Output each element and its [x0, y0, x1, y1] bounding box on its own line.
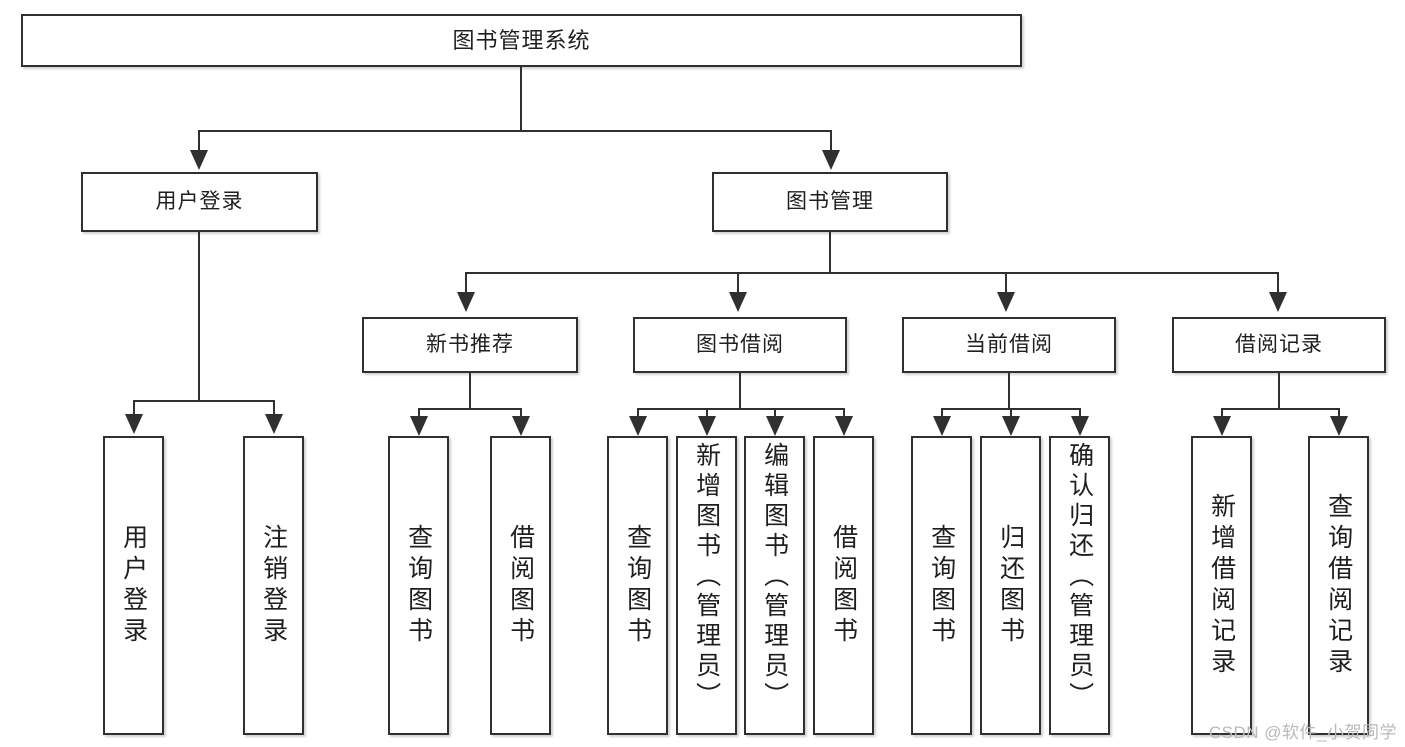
connector-bookmgmt-drop-4	[1277, 272, 1279, 294]
leaf-newbook-borrow-book[interactable]: 借阅图书	[490, 436, 551, 735]
connector-newbook-bus	[418, 408, 522, 410]
arrow-currentborrow-to-leaf-3	[1071, 416, 1089, 436]
arrow-bookmgmt-to-new-book	[457, 292, 475, 312]
node-current-borrow[interactable]: 当前借阅	[902, 317, 1116, 373]
arrow-bookmgmt-to-borrow-record	[1269, 292, 1287, 312]
node-label: 查询图书	[404, 523, 433, 648]
leaf-currentborrow-query-book[interactable]: 查询图书	[911, 436, 972, 735]
connector-root-bus	[198, 130, 832, 132]
connector-userlogin-drop-2	[273, 400, 275, 416]
arrow-bookborrow-to-leaf-2	[698, 416, 716, 436]
node-label: 图书管理系统	[452, 27, 591, 53]
leaf-bookborrow-borrow-book[interactable]: 借阅图书	[813, 436, 874, 735]
node-label: 借阅图书	[829, 523, 858, 648]
connector-bookmgmt-drop-1	[465, 272, 467, 294]
node-label: 当前借阅	[965, 332, 1053, 356]
connector-bookmgmt-bus	[465, 272, 1279, 274]
connector-bookmgmt-stem	[829, 232, 831, 272]
arrow-bookborrow-to-leaf-1	[629, 416, 647, 436]
connector-borrowrecord-drop-2	[1338, 408, 1340, 418]
node-label: 图书管理	[786, 189, 874, 213]
connector-root-stem	[520, 67, 522, 130]
leaf-borrowrecord-add-record[interactable]: 新增借阅记录	[1191, 436, 1252, 735]
arrow-bookborrow-to-leaf-3	[766, 416, 784, 436]
node-user-login[interactable]: 用户登录	[81, 172, 318, 232]
node-label: 新书推荐	[426, 332, 514, 356]
leaf-newbook-query-book[interactable]: 查询图书	[388, 436, 449, 735]
arrow-currentborrow-to-leaf-1	[933, 416, 951, 436]
connector-userlogin-stem	[198, 232, 200, 400]
connector-borrowrecord-bus	[1221, 408, 1338, 410]
node-book-borrow[interactable]: 图书借阅	[633, 317, 847, 373]
leaf-logout[interactable]: 注销登录	[243, 436, 304, 735]
leaf-currentborrow-confirm-return[interactable]: 确认归还（管理员）	[1049, 436, 1110, 735]
leaf-user-login[interactable]: 用户登录	[103, 436, 164, 735]
leaf-bookborrow-add-book[interactable]: 新增图书（管理员）	[676, 436, 737, 735]
arrow-bookmgmt-to-current-borrow	[997, 292, 1015, 312]
arrow-bookmgmt-to-book-borrow	[729, 292, 747, 312]
arrow-root-to-book-mgmt	[822, 150, 840, 170]
node-label: 确认归还（管理员）	[1065, 442, 1094, 712]
node-label: 新增图书（管理员）	[692, 442, 721, 712]
node-label: 查询图书	[927, 523, 956, 648]
connector-bookborrow-drop-4	[843, 408, 845, 418]
leaf-bookborrow-query-book[interactable]: 查询图书	[607, 436, 668, 735]
leaf-bookborrow-edit-book[interactable]: 编辑图书（管理员）	[744, 436, 805, 735]
arrow-borrowrecord-to-leaf-2	[1330, 416, 1348, 436]
arrow-newbook-to-leaf-1	[410, 416, 428, 436]
connector-currentborrow-drop-1	[941, 408, 943, 418]
connector-bookborrow-drop-2	[706, 408, 708, 418]
connector-borrowrecord-drop-1	[1221, 408, 1223, 418]
arrow-currentborrow-to-leaf-2	[1002, 416, 1020, 436]
connector-newbook-drop-2	[520, 408, 522, 418]
arrow-newbook-to-leaf-2	[512, 416, 530, 436]
node-label: 新增借阅记录	[1207, 492, 1236, 679]
arrow-userlogin-to-logout	[265, 414, 283, 434]
connector-newbook-drop-1	[418, 408, 420, 418]
connector-bookmgmt-drop-2	[737, 272, 739, 294]
node-label: 图书借阅	[696, 332, 784, 356]
node-label: 用户登录	[119, 523, 148, 648]
connector-bookborrow-bus	[637, 408, 843, 410]
node-label: 用户登录	[155, 189, 244, 213]
watermark-text: CSDN @软件_小贺同学	[1208, 723, 1397, 742]
arrow-root-to-user-login	[190, 150, 208, 170]
connector-userlogin-bus	[133, 400, 275, 402]
connector-userlogin-drop-1	[133, 400, 135, 416]
arrow-bookborrow-to-leaf-4	[835, 416, 853, 436]
node-label: 注销登录	[259, 523, 288, 648]
node-root-system[interactable]: 图书管理系统	[21, 14, 1022, 67]
node-book-management[interactable]: 图书管理	[712, 172, 948, 232]
arrow-borrowrecord-to-leaf-1	[1213, 416, 1231, 436]
leaf-borrowrecord-query-record[interactable]: 查询借阅记录	[1308, 436, 1369, 735]
connector-borrowrecord-stem	[1278, 373, 1280, 408]
node-label: 归还图书	[996, 523, 1025, 648]
connector-bookborrow-drop-1	[637, 408, 639, 418]
connector-currentborrow-drop-2	[1010, 408, 1012, 418]
node-label: 借阅记录	[1235, 332, 1323, 356]
node-label: 查询借阅记录	[1324, 492, 1353, 679]
connector-bookborrow-drop-3	[774, 408, 776, 418]
connector-newbook-stem	[469, 373, 471, 408]
leaf-currentborrow-return-book[interactable]: 归还图书	[980, 436, 1041, 735]
connector-bookmgmt-drop-3	[1005, 272, 1007, 294]
connector-root-drop-1	[198, 130, 200, 152]
node-borrow-record[interactable]: 借阅记录	[1172, 317, 1386, 373]
node-label: 编辑图书（管理员）	[760, 442, 789, 712]
connector-currentborrow-drop-3	[1079, 408, 1081, 418]
connector-root-drop-2	[830, 130, 832, 152]
node-label: 查询图书	[623, 523, 652, 648]
node-label: 借阅图书	[506, 523, 535, 648]
connector-currentborrow-stem	[1008, 373, 1010, 408]
connector-bookborrow-stem	[739, 373, 741, 408]
node-new-book-recommend[interactable]: 新书推荐	[362, 317, 578, 373]
arrow-userlogin-to-login	[125, 414, 143, 434]
